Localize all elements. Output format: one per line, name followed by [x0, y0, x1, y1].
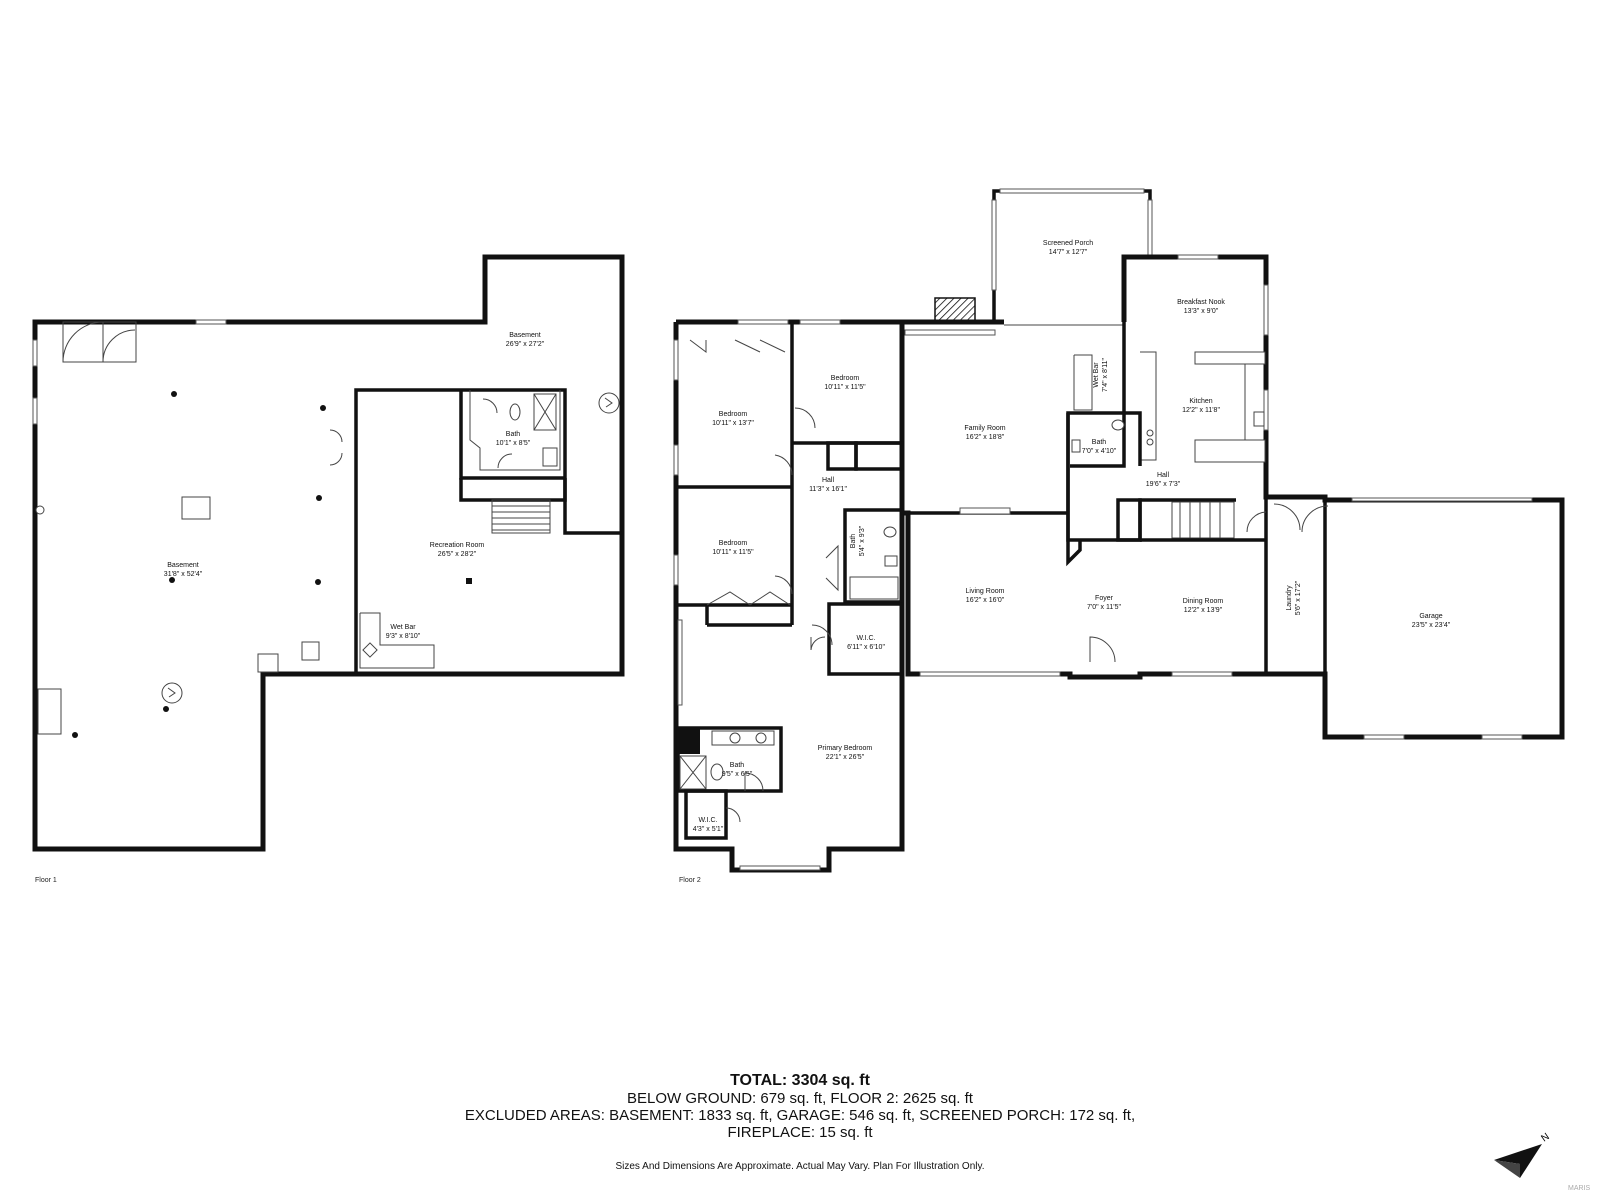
fireplace: [934, 297, 976, 323]
bathtub: [849, 576, 899, 600]
bedroom-wing-outer-wall: [673, 319, 905, 873]
kitchen-island: [1194, 439, 1266, 463]
below-ground-area: BELOW GROUND: 679 sq. ft, FLOOR 2: 2625 …: [627, 1090, 973, 1107]
watermark: MARIS: [1568, 1185, 1591, 1192]
compass-n-label: N: [1539, 1131, 1551, 1144]
basement-stairs: [491, 499, 551, 534]
north-arrow-icon: N: [1494, 1131, 1552, 1178]
basement-stair-wall: [459, 478, 567, 502]
toilet: [509, 403, 521, 421]
utility-box: [37, 688, 62, 735]
water-heater-icon: [598, 392, 620, 414]
water-heater-icon: [161, 682, 183, 704]
floor-2-label: Floor 2: [679, 877, 701, 884]
floor-1-label: Floor 1: [35, 877, 57, 884]
main-stairs: [1171, 501, 1235, 539]
basement-wet-bar-counter: [359, 612, 435, 669]
room-label-wic-2: W.I.C.4'3" x 5'1": [692, 817, 724, 833]
sump-box: [181, 496, 211, 520]
sink: [542, 447, 558, 467]
main-house-outer-wall: [902, 254, 1565, 740]
excluded-areas: EXCLUDED AREAS: BASEMENT: 1833 sq. ft, G…: [464, 1107, 1136, 1124]
floor-1-outer-wall: [32, 254, 625, 852]
floor-1-plan: [32, 254, 625, 852]
area-summary: TOTAL: 3304 sq. ft BELOW GROUND: 679 sq.…: [0, 1072, 1600, 1141]
linen-closet: [678, 728, 700, 754]
total-area: TOTAL: 3304 sq. ft: [730, 1072, 870, 1089]
foyer-wall: [1066, 540, 1082, 567]
floor-2-plan: [673, 188, 1565, 873]
recreation-room-wall: [354, 388, 622, 674]
fireplace-area: FIREPLACE: 15 sq. ft: [727, 1124, 873, 1141]
disclaimer: Sizes And Dimensions Are Approximate. Ac…: [615, 1161, 985, 1172]
wet-bar-counter: [1073, 354, 1093, 411]
room-label-wic-1: W.I.C.6'11" x 6'10": [847, 635, 885, 651]
